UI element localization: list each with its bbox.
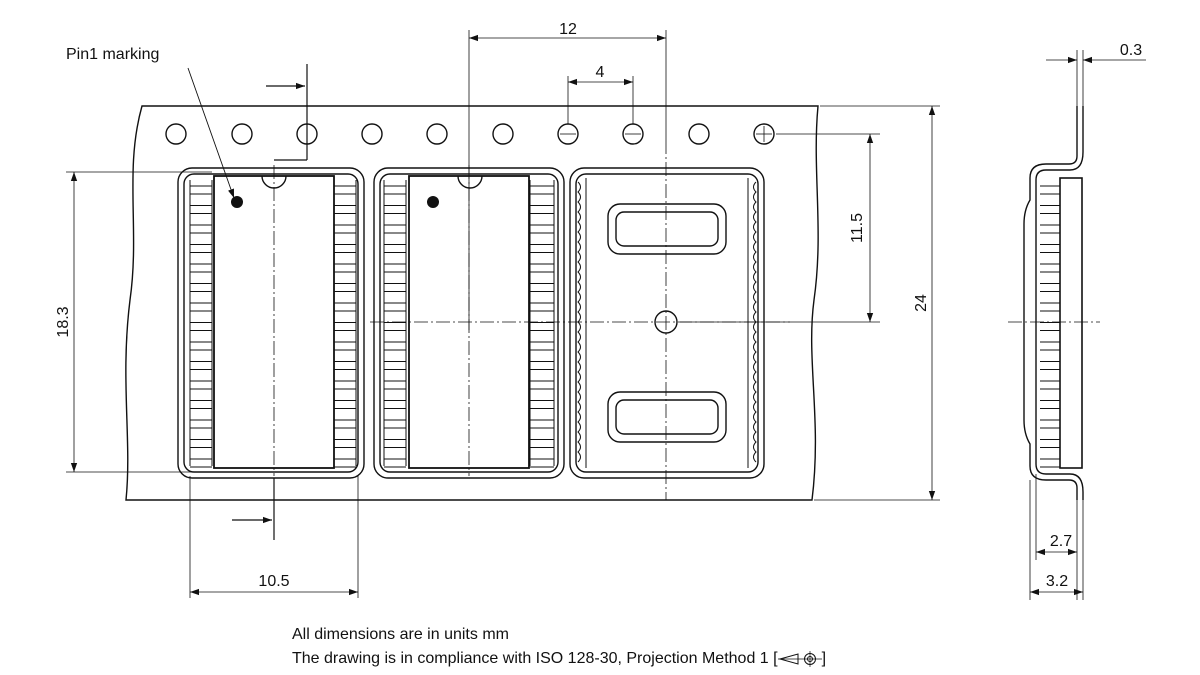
sprocket-hole [688, 123, 710, 145]
label-12: 12 [559, 21, 577, 38]
sprocket-hole [492, 123, 514, 145]
side-ic-body [1059, 177, 1083, 469]
label-183: 18.3 [55, 306, 72, 337]
first-angle-projection-icon [777, 650, 822, 667]
dim-depth-32 [1029, 480, 1084, 600]
sprocket-hole [231, 123, 253, 145]
dim-cavity-183 [66, 171, 212, 473]
sprocket-hole [753, 123, 775, 145]
dim-pitch-4 [567, 76, 634, 124]
label-03: 0.3 [1120, 42, 1142, 59]
dim-cavity-105 [189, 476, 359, 598]
sprocket-hole [426, 123, 448, 145]
pin1-dot-2 [427, 196, 439, 208]
iso-note-text: The drawing is in compliance with ISO 12… [292, 650, 778, 667]
iso-note: The drawing is in compliance with ISO 12… [292, 650, 826, 668]
pin-leads [190, 185, 554, 468]
label-4: 4 [596, 64, 605, 81]
sprocket-hole [361, 123, 383, 145]
label-32: 3.2 [1046, 573, 1068, 590]
label-24: 24 [913, 294, 930, 312]
side-view-leads [1040, 185, 1060, 468]
dim-thickness-03 [1046, 50, 1146, 106]
carrier-tape-outline [125, 105, 819, 501]
feed-direction-arrows [232, 64, 308, 540]
pocket-3-empty [569, 167, 765, 479]
dim-pitch-12 [468, 30, 667, 330]
sprocket-hole [165, 123, 187, 145]
pin1-leader [187, 67, 235, 199]
slot-bottom [607, 391, 727, 443]
iso-note-close: ] [821, 650, 827, 667]
label-105: 10.5 [258, 573, 289, 590]
slot-top [607, 203, 727, 255]
dim-depth-27 [1035, 474, 1078, 600]
slot-bottom-inner [615, 399, 719, 435]
slot-top-inner [615, 211, 719, 247]
units-note: All dimensions are in units mm [292, 626, 509, 643]
pin1-dot-1 [231, 196, 243, 208]
label-115: 11.5 [849, 213, 866, 243]
dim-offset-115 [680, 133, 880, 323]
dim-width-24 [814, 105, 940, 501]
label-27: 2.7 [1050, 533, 1072, 550]
sprocket-holes [165, 123, 775, 145]
ic-notch-2 [457, 175, 483, 189]
pin1-marking-label: Pin1 marking [66, 46, 159, 63]
